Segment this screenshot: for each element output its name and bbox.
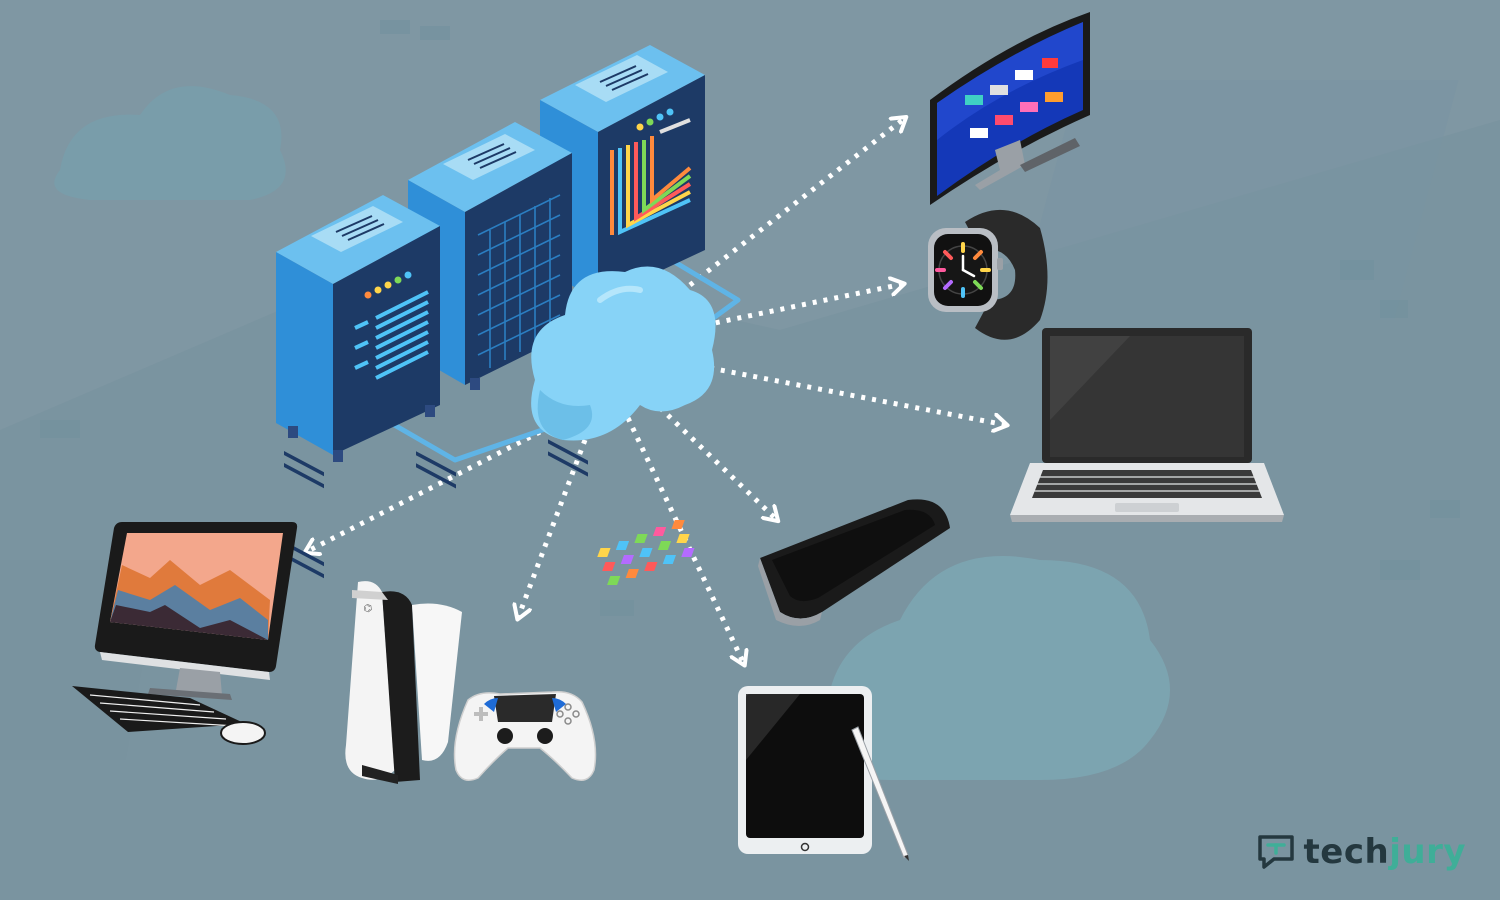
brand-wordmark: techjury: [1304, 832, 1466, 872]
svg-text:⌬: ⌬: [363, 603, 373, 615]
tablet-with-stylus-icon: [738, 686, 909, 861]
arrow-to-watch: [704, 284, 903, 328]
brand-word-tech: tech: [1303, 832, 1390, 872]
smart-tv-icon: [930, 12, 1090, 205]
cloud-icon: [531, 266, 716, 441]
arrow-to-tv: [688, 118, 905, 287]
server-unit-1: [276, 195, 440, 579]
game-console-icon: ⌬: [345, 581, 597, 784]
chat-bubble-icon: [1257, 835, 1294, 869]
desktop-computer-icon: [72, 522, 298, 745]
brand-word-jury: jury: [1389, 832, 1466, 872]
smartwatch-icon: [928, 209, 1048, 340]
arrow-to-phone: [650, 398, 777, 520]
techjury-logo: techjury: [1256, 832, 1466, 872]
laptop-icon: [1010, 328, 1284, 522]
smartphone-icon: [597, 499, 950, 626]
